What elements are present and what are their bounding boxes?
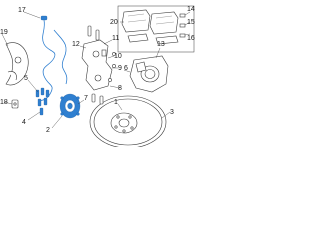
speed-sensor-wire-branch <box>53 29 68 85</box>
callout-13: 13 <box>157 41 165 48</box>
callout-6: 6 <box>124 65 128 72</box>
guide-pins <box>87 25 104 105</box>
callout-10: 10 <box>114 53 122 60</box>
callout-12: 12 <box>72 41 80 48</box>
callout-19: 19 <box>0 29 8 36</box>
callout-20: 20 <box>110 19 118 26</box>
callout-15: 15 <box>187 19 195 26</box>
sensor-bracket <box>11 99 19 109</box>
brake-caliper <box>129 55 169 93</box>
pad-clips <box>179 13 186 38</box>
callout-11: 11 <box>112 35 119 42</box>
caliper-bracket <box>81 39 113 91</box>
callout-2: 2 <box>46 127 50 134</box>
brake-assembly-diagram: 17 20 14 15 16 12 11 10 9 13 19 18 5 4 7… <box>0 5 195 147</box>
callout-17: 17 <box>18 7 26 14</box>
hub-bearing-assembly <box>59 93 81 119</box>
callout-16: 16 <box>187 35 195 42</box>
callout-18: 18 <box>0 99 8 106</box>
callout-1: 1 <box>114 99 118 106</box>
callout-14: 14 <box>187 6 195 13</box>
callout-5: 5 <box>24 75 28 82</box>
dust-shield <box>5 42 29 86</box>
callout-8: 8 <box>118 85 122 92</box>
hub-bolts <box>35 87 50 116</box>
callout-4: 4 <box>22 119 26 126</box>
callout-3: 3 <box>170 109 174 116</box>
brake-rotor <box>89 95 167 147</box>
speed-sensor-connector <box>40 15 48 21</box>
callout-7: 7 <box>84 95 88 102</box>
pad-kit-box <box>117 5 195 53</box>
bracket-hardware <box>108 52 116 82</box>
callout-9: 9 <box>118 65 122 72</box>
brake-pads <box>121 9 179 45</box>
